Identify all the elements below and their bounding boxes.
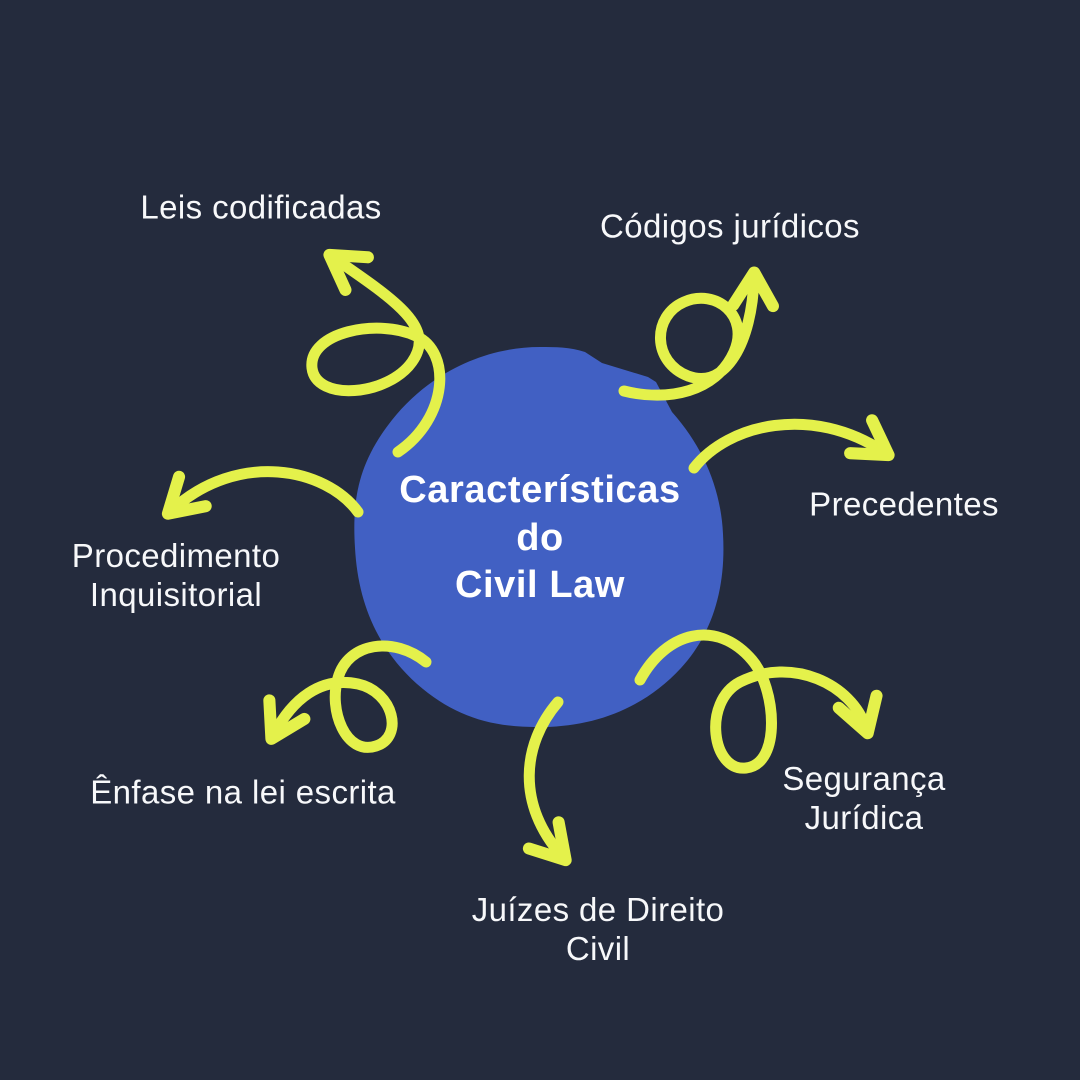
node-label-enfase-na-lei-escrita: Ênfase na lei escrita xyxy=(90,773,396,811)
node-label-procedimento-inquisitorial: Procedimento Inquisitorial xyxy=(71,537,281,613)
arrow-precedentes xyxy=(688,414,895,474)
node-label-leis-codificadas: Leis codificadas xyxy=(140,188,382,226)
node-label-codigos-juridicos: Códigos jurídicos xyxy=(600,207,860,245)
node-label-juizes-de-direito-civil: Juízes de Direito Civil xyxy=(471,891,725,967)
central-circle-shape xyxy=(354,347,724,728)
central-topic: Características do Civil Law xyxy=(399,468,681,606)
arrow-codigos-juridicos xyxy=(618,266,779,401)
arrow-leis-codificadas xyxy=(306,248,446,458)
node-label-precedentes: Precedentes xyxy=(809,485,999,523)
arrow-juizes-direito-civil xyxy=(522,696,572,867)
arrow-seguranca-juridica xyxy=(634,629,883,774)
arrow-procedimento-inquisitorial xyxy=(161,466,364,520)
node-label-seguranca-juridica: Segurança Jurídica xyxy=(782,760,946,836)
arrow-enfase-lei-escrita xyxy=(263,640,432,753)
